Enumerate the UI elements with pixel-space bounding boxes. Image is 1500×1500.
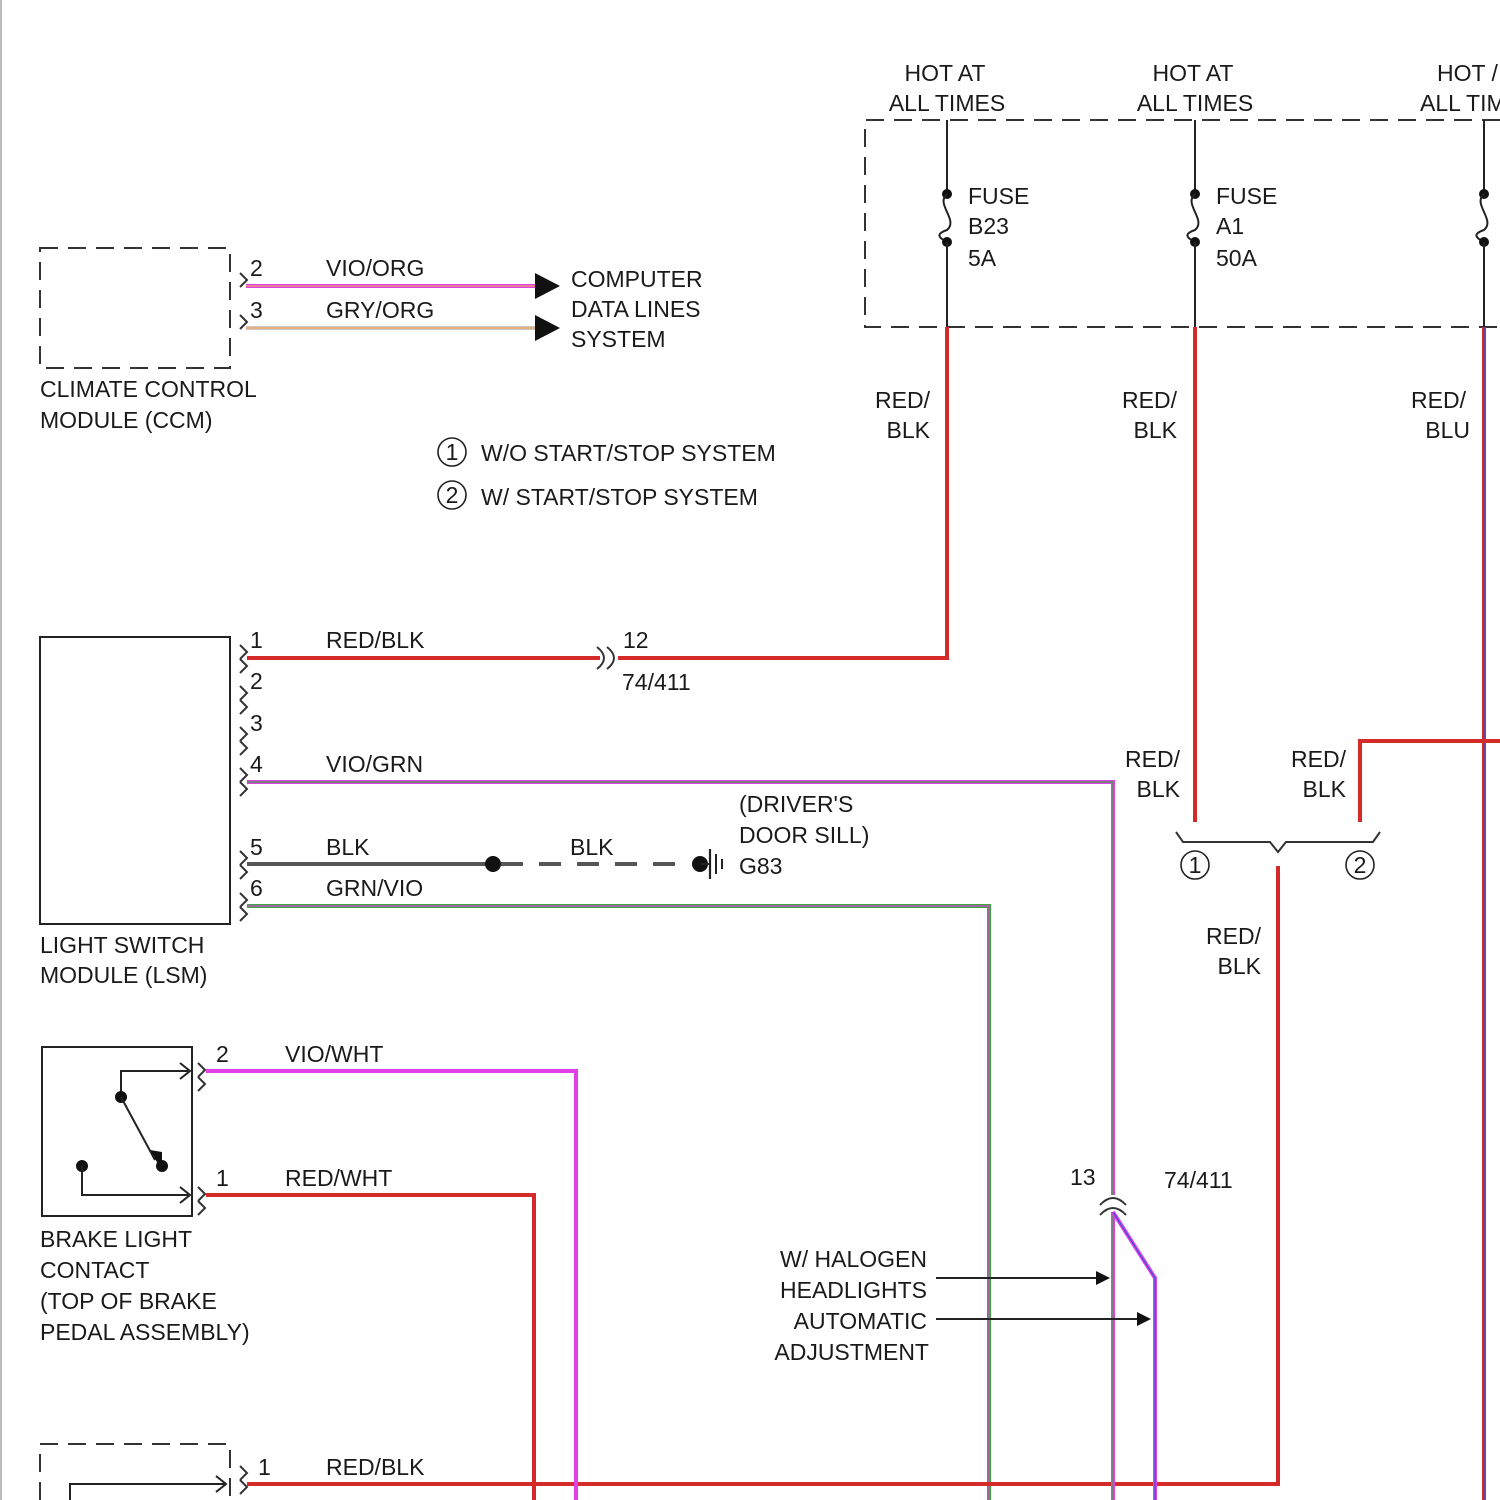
wire-label: BLK bbox=[326, 834, 370, 860]
fuse-b23: HOT AT ALL TIMES FUSE B23 5A bbox=[889, 60, 1030, 327]
pin-number: 1 bbox=[216, 1165, 229, 1191]
wire-lsm-4-vio-grn: VIO/GRN bbox=[247, 751, 1113, 1195]
wire-bottom-red-blk-label: RED/BLK bbox=[326, 1454, 425, 1480]
pin-number: 3 bbox=[250, 297, 263, 323]
fuse-hot-label: ALL TIMES bbox=[1137, 90, 1253, 116]
wire-fuse3-out: RED/ BLU bbox=[1411, 327, 1484, 1500]
fuse-hot-label: HOT / bbox=[1437, 60, 1499, 86]
wire-label: RED/ bbox=[1206, 923, 1262, 949]
wire-halogen-branch bbox=[1113, 1212, 1155, 1500]
wire-vio-org: VIO/ORG bbox=[246, 255, 560, 299]
fuse-rating: 50A bbox=[1216, 245, 1258, 271]
pin-number: 1 bbox=[250, 627, 263, 653]
pin-number: 3 bbox=[250, 710, 263, 736]
data-lines-label: COMPUTER bbox=[571, 266, 703, 292]
pin-number: 2 bbox=[250, 668, 263, 694]
wire-right-feed: RED/ BLK RED/ BLK bbox=[1125, 741, 1500, 822]
wire-split-out: RED/ BLK bbox=[247, 866, 1278, 1484]
wire-label: BLK bbox=[1303, 776, 1347, 802]
climate-control-module: CLIMATE CONTROL MODULE (CCM) 2 3 bbox=[40, 248, 263, 433]
fuse-id: A1 bbox=[1216, 213, 1244, 239]
pin-number: 6 bbox=[250, 875, 263, 901]
wire-label: RED/ bbox=[1125, 746, 1181, 772]
option-number: 2 bbox=[1354, 852, 1367, 878]
wire-label: RED/ bbox=[1291, 746, 1347, 772]
legend-text: W/O START/STOP SYSTEM bbox=[481, 440, 776, 466]
fuse-rating: 5A bbox=[968, 245, 997, 271]
brake-label: BRAKE LIGHT bbox=[40, 1226, 192, 1252]
ground-g83: (DRIVER'S DOOR SILL) G83 bbox=[700, 791, 869, 879]
fuse-hot-label: ALL TIM bbox=[1420, 90, 1500, 116]
connector-id: 74/411 bbox=[1164, 1167, 1233, 1193]
ground-label: DOOR SILL) bbox=[739, 822, 869, 848]
brake-label: PEDAL ASSEMBLY) bbox=[40, 1319, 250, 1345]
legend-number: 1 bbox=[446, 439, 459, 465]
pin-number: 4 bbox=[250, 751, 263, 777]
annotation-text: W/ HALOGEN bbox=[780, 1246, 927, 1272]
brake-label: (TOP OF BRAKE bbox=[40, 1288, 217, 1314]
wire-label: VIO/ORG bbox=[326, 255, 424, 281]
computer-data-lines: COMPUTER DATA LINES SYSTEM bbox=[571, 266, 703, 352]
annotation-text: ADJUSTMENT bbox=[774, 1339, 929, 1365]
wire-label: RED/ bbox=[1122, 387, 1178, 413]
wire-lsm-5-blk: BLK BLK bbox=[247, 834, 708, 872]
legend: 1 W/O START/STOP SYSTEM 2 W/ START/STOP … bbox=[438, 438, 776, 510]
fuse-box bbox=[865, 120, 1500, 327]
wire-label: BLK bbox=[1137, 776, 1181, 802]
fuse-hot-label: HOT AT bbox=[905, 60, 986, 86]
data-lines-label: DATA LINES bbox=[571, 296, 701, 322]
ground-id: G83 bbox=[739, 853, 782, 879]
pin-number: 2 bbox=[250, 255, 263, 281]
pin-number: 2 bbox=[216, 1041, 229, 1067]
connector-74-411-pin13: 13 74/411 bbox=[1070, 1164, 1233, 1215]
fuse-label: FUSE bbox=[1216, 183, 1277, 209]
wire-lsm-1-red-blk: RED/BLK bbox=[247, 627, 600, 658]
wire-label: RED/BLK bbox=[326, 1454, 425, 1480]
wire-label: RED/BLK bbox=[326, 627, 425, 653]
light-switch-module: LIGHT SWITCH MODULE (LSM) 1 2 3 4 5 6 bbox=[40, 627, 263, 988]
data-lines-label: SYSTEM bbox=[571, 326, 666, 352]
wire-label: GRY/ORG bbox=[326, 297, 434, 323]
annotation-text: HEADLIGHTS bbox=[780, 1277, 927, 1303]
connector-id: 74/411 bbox=[622, 669, 691, 695]
pin-number: 5 bbox=[250, 834, 263, 860]
wire-label: RED/ bbox=[875, 387, 931, 413]
annotation-text: AUTOMATIC bbox=[794, 1308, 927, 1334]
fuse-hot-label: ALL TIMES bbox=[889, 90, 1005, 116]
wire-red-wht: RED/WHT bbox=[206, 1165, 534, 1500]
wire-vio-wht: VIO/WHT bbox=[206, 1041, 576, 1500]
ccm-label: MODULE (CCM) bbox=[40, 407, 213, 433]
wire-label: BLK bbox=[887, 417, 931, 443]
wire-label: VIO/GRN bbox=[326, 751, 423, 777]
connector-pin: 13 bbox=[1070, 1164, 1096, 1190]
wire-label: RED/ bbox=[1411, 387, 1467, 413]
wire-label: GRN/VIO bbox=[326, 875, 423, 901]
connector-74-411-pin12: 12 74/411 bbox=[597, 627, 691, 695]
legend-number: 2 bbox=[446, 482, 459, 508]
legend-text: W/ START/STOP SYSTEM bbox=[481, 484, 758, 510]
pin-number: 1 bbox=[258, 1454, 271, 1480]
wire-label: VIO/WHT bbox=[285, 1041, 383, 1067]
fuse-a1: HOT AT ALL TIMES FUSE A1 50A bbox=[1137, 60, 1278, 327]
wire-label: RED/WHT bbox=[285, 1165, 392, 1191]
halogen-annotation: W/ HALOGEN HEADLIGHTS AUTOMATIC ADJUSTME… bbox=[774, 1246, 1151, 1365]
lsm-label: MODULE (LSM) bbox=[40, 962, 207, 988]
bottom-component: 1 bbox=[40, 1444, 271, 1500]
wire-gry-org: GRY/ORG bbox=[246, 297, 560, 341]
ccm-label: CLIMATE CONTROL bbox=[40, 376, 257, 402]
brake-label: CONTACT bbox=[40, 1257, 149, 1283]
fuse-third: HOT / ALL TIM bbox=[1420, 60, 1500, 327]
fuse-id: B23 bbox=[968, 213, 1009, 239]
ground-label: (DRIVER'S bbox=[739, 791, 853, 817]
fuse-label: FUSE bbox=[968, 183, 1029, 209]
wire-label: BLK bbox=[1218, 953, 1262, 979]
wire-label: BLK bbox=[570, 834, 614, 860]
fuse-hot-label: HOT AT bbox=[1153, 60, 1234, 86]
connector-pin: 12 bbox=[623, 627, 649, 653]
lsm-label: LIGHT SWITCH bbox=[40, 932, 204, 958]
wire-label: BLU bbox=[1425, 417, 1470, 443]
wire-label: BLK bbox=[1134, 417, 1178, 443]
option-number: 1 bbox=[1189, 852, 1202, 878]
